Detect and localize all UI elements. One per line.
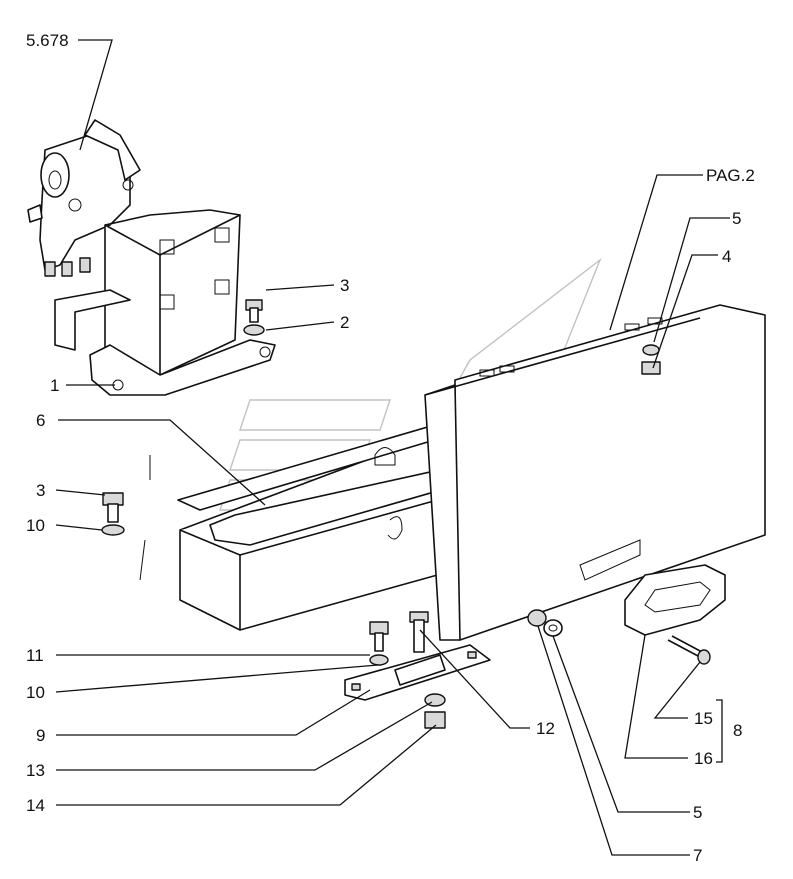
label-3-top: 3 (340, 276, 349, 295)
label-12: 12 (536, 719, 555, 738)
label-16: 16 (694, 749, 713, 768)
label-5-top: 5 (732, 209, 741, 228)
label-6: 6 (36, 411, 45, 430)
label-10-bottom: 10 (26, 683, 45, 702)
screw-15 (667, 635, 711, 665)
door-panel (424, 304, 766, 641)
nut-13-14 (424, 693, 446, 729)
handle (624, 564, 726, 636)
label-2: 2 (340, 313, 349, 332)
label-3-left: 3 (36, 481, 45, 500)
mounting-bracket (54, 209, 276, 396)
nut-7-washer-5 (527, 609, 563, 637)
leader-lines (55, 39, 730, 856)
label-pag2: PAG.2 (706, 166, 755, 185)
latch-assembly (344, 644, 491, 701)
label-9: 9 (36, 726, 45, 745)
screw-3-top (243, 299, 265, 336)
screw-11 (369, 621, 389, 666)
pin-12 (409, 611, 429, 653)
label-14: 14 (26, 796, 45, 815)
callout-labels: 5.678 PAG.2 1 2 3 3 4 5 5 6 7 8 9 10 10 … (26, 31, 755, 865)
label-11: 11 (26, 646, 44, 665)
label-13: 13 (26, 761, 45, 780)
label-7: 7 (693, 846, 702, 865)
label-5678: 5.678 (26, 31, 69, 50)
label-10-left: 10 (26, 516, 45, 535)
screw-3-left (101, 492, 125, 536)
label-15: 15 (694, 709, 713, 728)
label-8: 8 (733, 721, 742, 740)
control-valve-assembly (27, 119, 141, 277)
label-4: 4 (722, 247, 731, 266)
label-1: 1 (50, 376, 59, 395)
label-5-bottom: 5 (693, 803, 702, 822)
